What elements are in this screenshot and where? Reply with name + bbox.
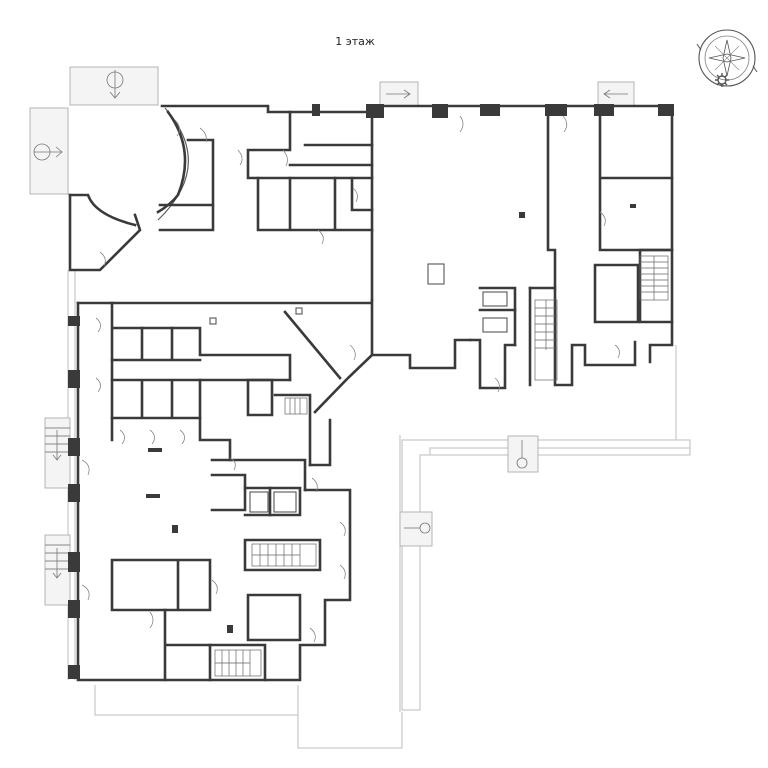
- floor-title: 1 этаж: [335, 35, 375, 48]
- structural-columns: [68, 104, 674, 679]
- door-swings: [81, 115, 620, 643]
- exterior-outline: [67, 270, 691, 749]
- entrance-porches: [29, 66, 635, 606]
- main-walls: [68, 104, 674, 682]
- compass-rose-icon: [696, 29, 758, 87]
- staircases: [214, 255, 669, 677]
- gear-icon: [715, 73, 729, 87]
- fixtures: [209, 263, 508, 513]
